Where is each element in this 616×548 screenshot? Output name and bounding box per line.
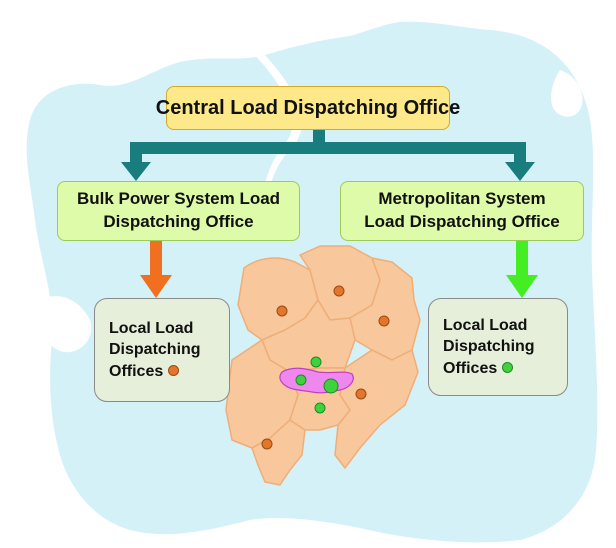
local-right-line2: Dispatching	[443, 338, 535, 356]
orange-office-dot	[378, 315, 390, 327]
connector-right-drop	[514, 148, 526, 164]
water-bay	[551, 70, 583, 117]
bulk-power-system-office: Bulk Power System Load Dispatching Offic…	[57, 181, 300, 241]
metro-office-line1: Metropolitan System	[378, 189, 546, 209]
metro-office-line2: Load Dispatching Office	[364, 212, 560, 231]
orange-office-dot	[333, 285, 345, 297]
orange-dot-icon	[168, 365, 180, 377]
local-offices-orange: Local Load Dispatching Offices	[94, 298, 230, 402]
local-right-line3: Offices	[443, 359, 498, 377]
connector-left-arrowhead	[121, 162, 151, 181]
local-right-line1: Local Load	[443, 316, 528, 334]
water-inlet	[40, 296, 92, 353]
central-load-dispatching-office: Central Load Dispatching Office	[156, 86, 460, 130]
green-office-dot	[295, 374, 307, 386]
central-office-label: Central Load Dispatching Office	[155, 96, 461, 119]
bulk-office-line1: Bulk Power System Load	[76, 189, 281, 209]
central-connector	[121, 130, 535, 181]
green-dot-icon	[502, 362, 514, 374]
metro-to-local-arrow	[506, 241, 538, 298]
bulk-to-local-arrow	[140, 241, 172, 298]
water-channel	[244, 40, 302, 196]
region-southwest	[251, 419, 306, 486]
green-office-dot	[323, 378, 339, 394]
orange-office-dot	[276, 305, 288, 317]
local-left-line3: Offices	[109, 362, 164, 380]
local-offices-green: Local Load Dispatching Offices	[428, 298, 568, 396]
connector-bar	[130, 142, 526, 154]
green-office-dot	[314, 402, 326, 414]
bulk-office-line2: Dispatching Office	[103, 212, 254, 231]
green-office-dot	[310, 356, 322, 368]
orange-office-markers	[261, 285, 390, 450]
green-office-markers	[295, 356, 339, 414]
local-left-line1: Local Load	[109, 319, 194, 337]
orange-office-dot	[261, 438, 273, 450]
connector-left-drop	[130, 148, 142, 164]
orange-office-dot	[355, 388, 367, 400]
metropolitan-system-office: Metropolitan System Load Dispatching Off…	[340, 181, 584, 241]
connector-right-arrowhead	[505, 162, 535, 181]
local-left-line2: Dispatching	[109, 341, 201, 359]
